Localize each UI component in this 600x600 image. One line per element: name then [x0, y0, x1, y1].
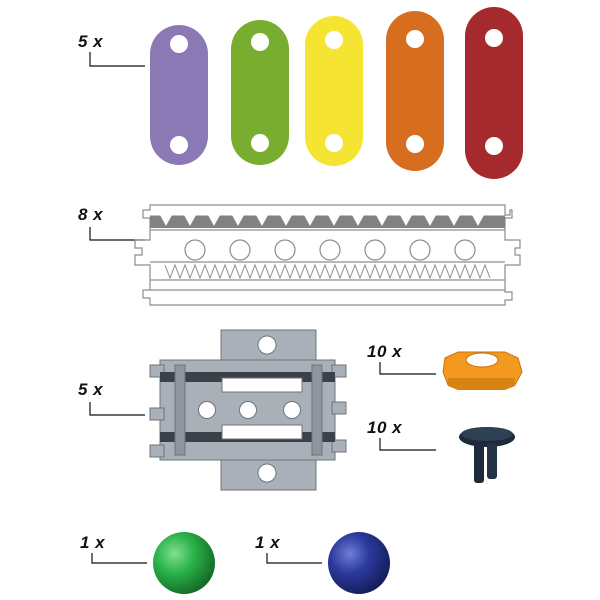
quantity-label-junction: 5 x [78, 380, 104, 399]
green-strip [231, 20, 289, 165]
red-strip [465, 7, 523, 179]
quantity-label-pin: 10 x [367, 418, 403, 437]
quantity-label-rail: 8 x [78, 205, 104, 224]
orange-strip [386, 11, 444, 171]
purple-strip [150, 25, 208, 165]
quantity-label-strips: 5 x [78, 32, 104, 51]
yellow-strip [305, 16, 363, 166]
quantity-label-blue-marble: 1 x [255, 533, 281, 552]
quantity-label-green-marble: 1 x [80, 533, 106, 552]
quantity-label-clip: 10 x [367, 342, 403, 361]
